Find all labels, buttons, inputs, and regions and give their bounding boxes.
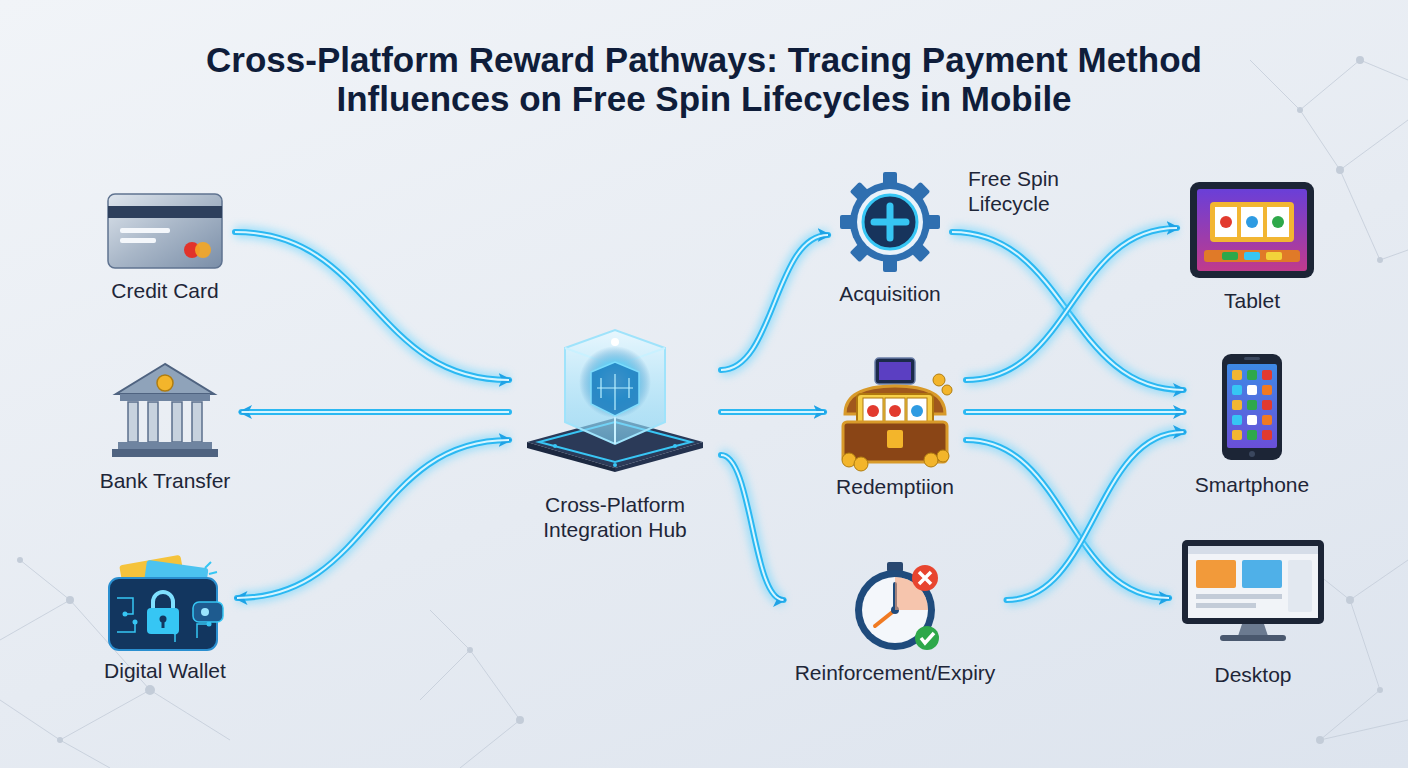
flow-connector <box>242 412 510 413</box>
node-label: Reinforcement/Expiry <box>795 660 996 685</box>
node-label: Redemptiion <box>836 474 954 499</box>
flow-connector <box>966 440 1169 598</box>
node-label: Bank Transfer <box>100 468 231 493</box>
flow-connector <box>235 232 509 380</box>
expiry-node: Reinforcement/Expiry <box>787 560 1004 685</box>
node-label: Smartphone <box>1195 472 1309 497</box>
desktop-node: Desktop <box>1172 538 1334 687</box>
flow-connector <box>721 412 824 413</box>
node-label: Tablet <box>1224 288 1280 313</box>
credit-card-node: Credit Card <box>98 192 232 303</box>
flow-connector <box>237 440 509 598</box>
hub-icon <box>525 322 705 474</box>
flow-connector <box>1007 432 1184 600</box>
flow-connector <box>966 412 1184 413</box>
node-label: Digital Wallet <box>104 658 226 683</box>
node-label: Cross-Platform Integration Hub <box>520 492 710 542</box>
node-label: Desktop <box>1214 662 1291 687</box>
diagram-title: Cross-Platform Reward Pathways: Tracing … <box>144 40 1264 118</box>
chest-icon <box>835 356 955 468</box>
acquisition-node: Acquisition <box>831 170 949 306</box>
watch-icon <box>845 560 945 652</box>
node-label: Acquisition <box>839 281 941 306</box>
flow-connector <box>966 228 1177 380</box>
section-label: Free Spin Lifecycle <box>968 166 1078 216</box>
tablet-node: Tablet <box>1180 180 1324 313</box>
node-label: Credit Card <box>111 278 218 303</box>
bank-transfer-node: Bank Transfer <box>92 360 239 493</box>
redemption-node: Redemptiion <box>827 356 963 499</box>
desktop-icon <box>1180 538 1326 642</box>
integration-hub-node: Cross-Platform Integration Hub <box>512 322 718 542</box>
smartphone-node: Smartphone <box>1187 352 1318 497</box>
card-icon <box>106 192 224 270</box>
flow-connector <box>721 235 828 370</box>
digital-wallet-node: Digital Wallet <box>96 558 234 683</box>
bank-icon <box>110 360 220 458</box>
tablet-icon <box>1188 180 1316 280</box>
wallet-icon <box>105 558 225 652</box>
flow-connector <box>721 455 784 600</box>
phone-icon <box>1220 352 1284 462</box>
gear-icon <box>840 170 940 274</box>
